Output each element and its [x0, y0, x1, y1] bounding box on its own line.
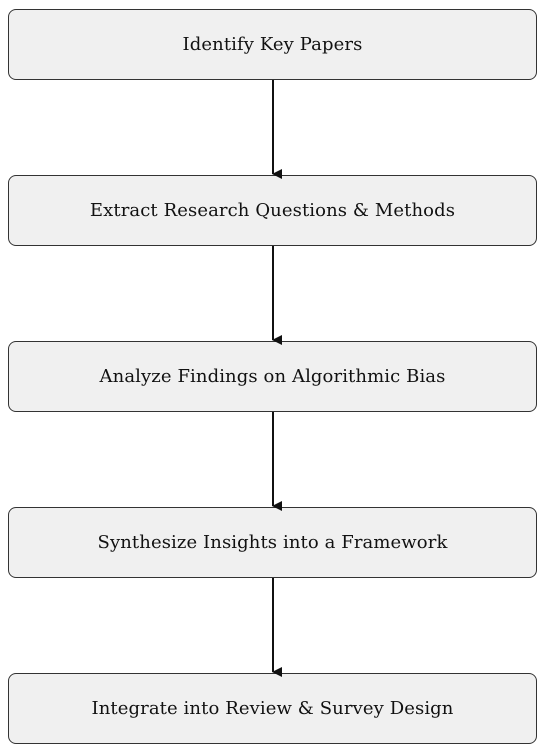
step-synthesize-insights: Synthesize Insights into a Framework: [8, 507, 537, 578]
step-label: Extract Research Questions & Methods: [89, 200, 456, 221]
step-analyze-findings: Analyze Findings on Algorithmic Bias: [8, 341, 537, 412]
step-label: Integrate into Review & Survey Design: [91, 698, 454, 719]
step-identify-key-papers: Identify Key Papers: [8, 9, 537, 80]
step-label: Synthesize Insights into a Framework: [97, 532, 448, 553]
step-integrate-into-review: Integrate into Review & Survey Design: [8, 673, 537, 744]
step-label: Identify Key Papers: [182, 34, 363, 55]
step-extract-research-questions: Extract Research Questions & Methods: [8, 175, 537, 246]
step-label: Analyze Findings on Algorithmic Bias: [99, 366, 446, 387]
